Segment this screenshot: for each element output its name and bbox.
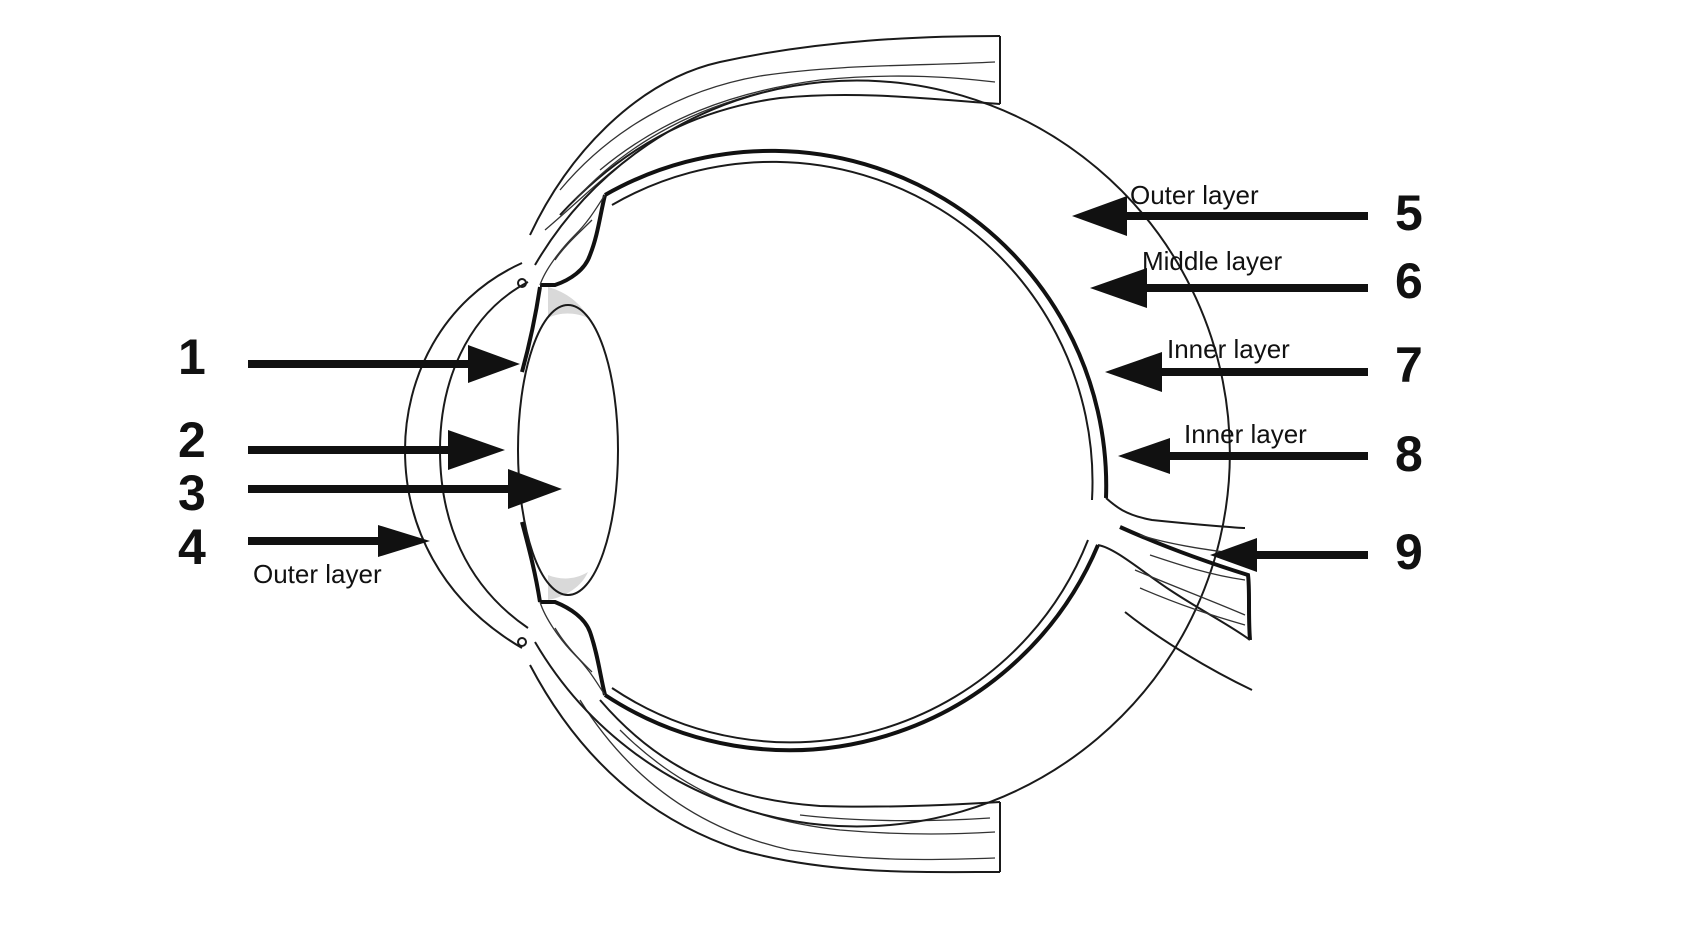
arrow-9 [1210,538,1368,572]
choroid [604,148,1109,499]
arrow-5 [1072,196,1368,236]
retina-lower [611,539,1089,744]
callout-number-2: 2 [178,412,206,468]
lens [517,304,619,596]
callout-label-6: Middle layer [1142,246,1283,276]
choroid-lower [603,544,1100,753]
callout-label-4: Outer layer [253,559,382,589]
callout-label-7: Inner layer [1167,334,1290,364]
arrow-4 [248,525,430,557]
callout-labels: Outer layer Outer layer Middle layer Inn… [253,180,1307,589]
lower-muscle [529,664,1001,874]
arrow-6 [1090,268,1368,308]
callout-number-9: 9 [1395,524,1423,580]
lens-shading-top [548,287,588,318]
callout-label-8: Inner layer [1184,419,1307,449]
callout-number-5: 5 [1395,185,1423,241]
arrow-2 [248,430,505,470]
arrow-3 [248,469,562,509]
retina [611,160,1094,501]
callout-number-4: 4 [178,519,206,575]
callout-number-1: 1 [178,329,206,385]
arrow-1 [248,345,520,383]
callout-label-5: Outer layer [1130,180,1259,210]
callout-number-6: 6 [1395,253,1423,309]
callout-number-3: 3 [178,465,206,521]
arrow-7 [1105,352,1368,392]
upper-muscle [529,35,1001,236]
arrow-8 [1118,438,1368,474]
callout-number-7: 7 [1395,337,1423,393]
callout-number-8: 8 [1395,426,1423,482]
iris [520,286,542,373]
callout-numbers: 1 2 3 4 5 6 7 8 9 [178,185,1423,580]
callout-arrows [248,196,1368,572]
optic-nerve [1097,497,1253,691]
